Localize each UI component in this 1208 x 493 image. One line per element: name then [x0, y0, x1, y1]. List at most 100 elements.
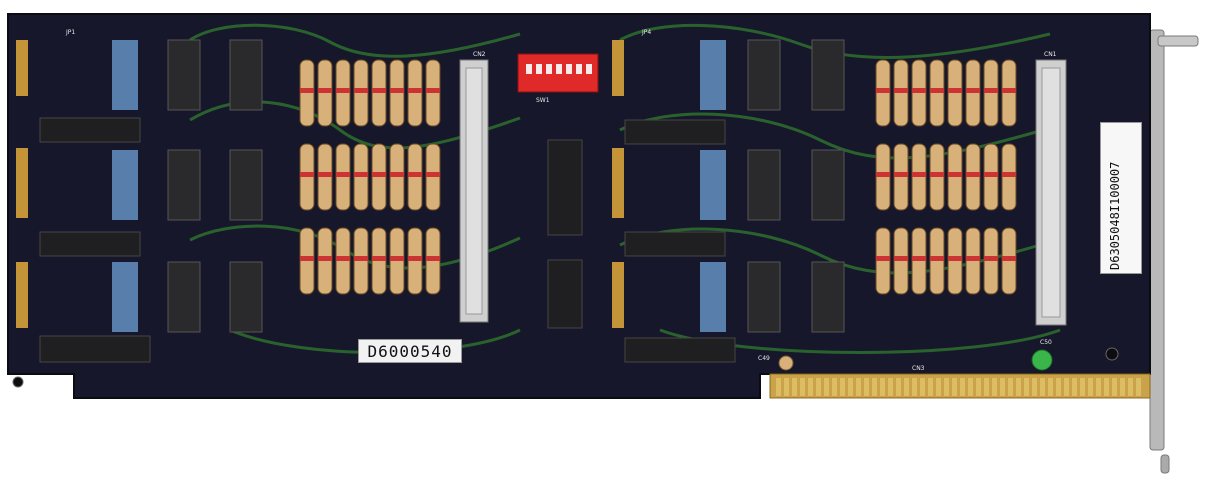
resistor-band: [318, 88, 332, 93]
resistor-band: [966, 88, 980, 93]
resistor-bank-right: [875, 59, 1017, 295]
gold-finger: [864, 378, 869, 396]
resistor-band: [390, 172, 404, 177]
resistor-band: [876, 172, 890, 177]
resistor-band: [300, 172, 314, 177]
resistor-band: [300, 88, 314, 93]
resistor-band: [426, 172, 440, 177]
resistor-band: [372, 88, 386, 93]
gold-finger: [1056, 378, 1061, 396]
resistor-bank-left: [299, 59, 441, 295]
gold-finger: [776, 378, 781, 396]
gold-finger: [832, 378, 837, 396]
gold-finger: [880, 378, 885, 396]
mounting-bracket: [1149, 29, 1199, 474]
silk-cn1: CN1: [1044, 51, 1057, 58]
resistor-band: [354, 256, 368, 261]
resistor-band: [912, 88, 926, 93]
gold-finger: [896, 378, 901, 396]
resistor-band: [894, 88, 908, 93]
gold-finger: [1120, 378, 1125, 396]
resistor-band: [372, 256, 386, 261]
resistor-band: [894, 172, 908, 177]
gold-finger: [992, 378, 997, 396]
gold-finger: [1016, 378, 1021, 396]
resistor-band: [318, 172, 332, 177]
capacitor: [778, 355, 794, 371]
resistor-band: [426, 256, 440, 261]
resistor-band: [930, 256, 944, 261]
resistor-band: [408, 256, 422, 261]
connector-cn2: [459, 59, 489, 323]
gold-finger: [816, 378, 821, 396]
gold-finger: [936, 378, 941, 396]
silk-c50: C50: [1040, 339, 1052, 346]
gold-finger: [1096, 378, 1101, 396]
resistor-band: [426, 88, 440, 93]
silk-sw1: SW1: [536, 97, 550, 104]
gold-finger: [1104, 378, 1109, 396]
resistor-band: [876, 88, 890, 93]
gold-finger: [1128, 378, 1133, 396]
barcode-sticker: [1100, 122, 1142, 274]
gold-finger: [1072, 378, 1077, 396]
resistor-band: [948, 172, 962, 177]
silk-c49: C49: [758, 355, 770, 362]
resistor-band: [354, 172, 368, 177]
right-ic-area: [612, 39, 845, 363]
gold-finger: [1136, 378, 1141, 396]
resistor-band: [390, 88, 404, 93]
resistor-band: [948, 256, 962, 261]
resistor-band: [930, 172, 944, 177]
silk-cn3: CN3: [912, 365, 925, 372]
gold-finger: [1000, 378, 1005, 396]
gold-finger: [920, 378, 925, 396]
gold-finger: [1088, 378, 1093, 396]
resistor-band: [336, 88, 350, 93]
resistor-band: [912, 256, 926, 261]
gold-finger: [808, 378, 813, 396]
resistor-band: [1002, 88, 1016, 93]
silk-cn2: CN2: [473, 51, 486, 58]
gold-finger: [984, 378, 989, 396]
barcode-text: D6305048I100007: [1108, 161, 1122, 270]
gold-finger: [888, 378, 893, 396]
gold-finger: [928, 378, 933, 396]
resistor-band: [408, 88, 422, 93]
resistor-band: [408, 172, 422, 177]
resistor-band: [354, 88, 368, 93]
resistor-band: [894, 256, 908, 261]
gold-finger: [784, 378, 789, 396]
resistor-band: [300, 256, 314, 261]
connector-cn1: [1035, 59, 1067, 326]
resistor-band: [876, 256, 890, 261]
resistor-band: [1002, 172, 1016, 177]
resistor-band: [966, 256, 980, 261]
gold-finger: [1064, 378, 1069, 396]
resistor-band: [912, 172, 926, 177]
gold-finger: [912, 378, 917, 396]
gold-finger: [1080, 378, 1085, 396]
resistor-band: [984, 172, 998, 177]
gold-finger: [976, 378, 981, 396]
gold-finger: [1112, 378, 1117, 396]
gold-finger: [840, 378, 845, 396]
resistor-band: [984, 88, 998, 93]
left-ic-area: [16, 39, 263, 363]
resistor-band: [930, 88, 944, 93]
gold-finger: [800, 378, 805, 396]
gold-finger: [944, 378, 949, 396]
resistor-band: [948, 88, 962, 93]
serial-label: D6000540: [358, 339, 462, 363]
gold-finger: [1032, 378, 1037, 396]
resistor-band: [1002, 256, 1016, 261]
resistor-band: [336, 256, 350, 261]
resistor-band: [336, 172, 350, 177]
led: [1031, 349, 1053, 371]
gold-finger: [1008, 378, 1013, 396]
gold-finger: [968, 378, 973, 396]
dip-switch-sw1: [517, 53, 599, 93]
gold-finger: [872, 378, 877, 396]
gold-finger: [848, 378, 853, 396]
